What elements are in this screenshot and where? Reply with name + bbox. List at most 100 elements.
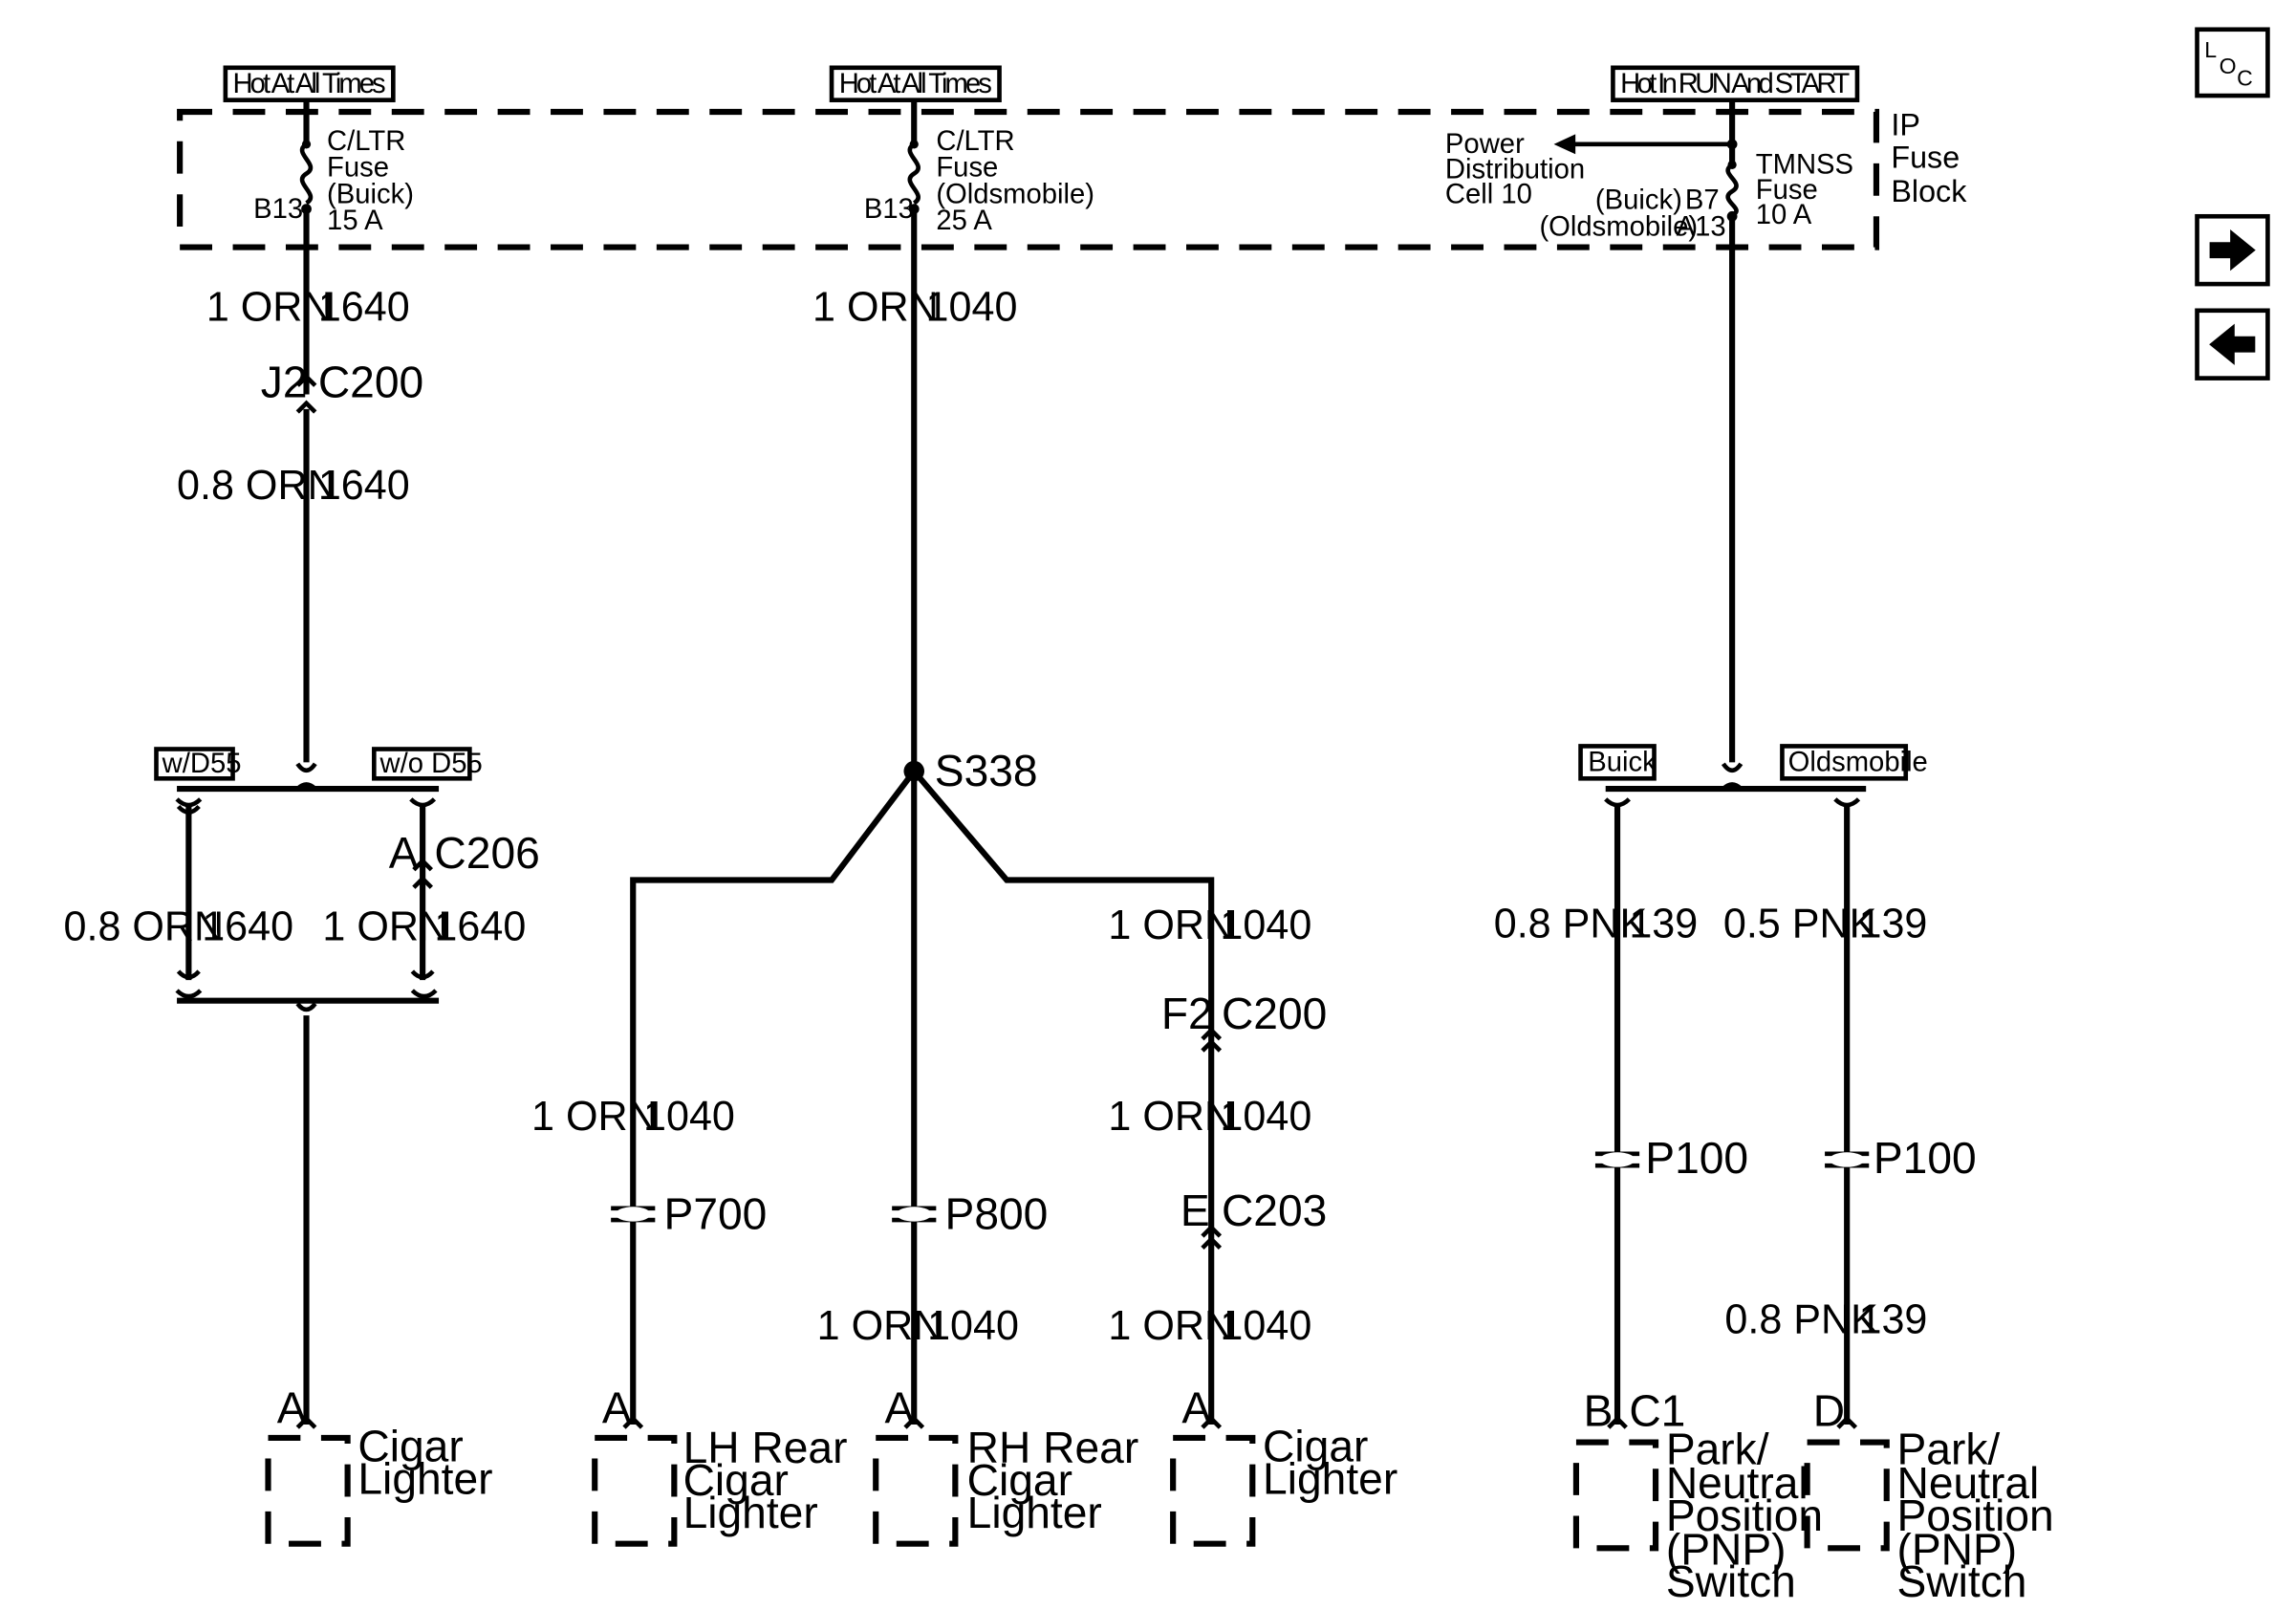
option-label-wod55: w/o D55 — [372, 747, 483, 781]
fuse-mid-line2: Fuse — [936, 153, 998, 184]
component-label-line: Lighter — [1263, 1453, 1397, 1503]
fuse-mid-pin: B13 — [864, 194, 914, 225]
wire-label-number: 1640 — [318, 285, 410, 331]
next-page-button[interactable] — [2195, 213, 2270, 287]
wire-label-color: 0.8 PNK — [1494, 902, 1648, 947]
wire-label-color: 0.8 PNK — [1724, 1297, 1878, 1343]
wire-label-color: 0.8 ORN — [64, 904, 225, 950]
svg-text:w/o D55: w/o D55 — [379, 749, 482, 779]
wire-label-number: 139 — [1858, 1297, 1927, 1343]
connector-p100-left: P100 — [1645, 1133, 1748, 1183]
option-label-buick: Buick — [1578, 744, 1657, 781]
wire-label-number: 1640 — [434, 904, 526, 950]
connector-pin-f2: F2 — [1161, 989, 1213, 1038]
connector-p700: P700 — [664, 1188, 768, 1238]
fuse-right-line2: Fuse — [1756, 175, 1818, 206]
connector-pin-j2: J2 — [261, 358, 308, 407]
connector-pin-a: A — [389, 828, 419, 878]
fuse-right-olds: (Oldsmobile) — [1539, 211, 1698, 242]
component-label-line: RH Rear — [967, 1423, 1139, 1472]
wire-label-number: 139 — [1858, 902, 1927, 947]
wire-label-number: 1040 — [1220, 1094, 1311, 1140]
component-pin: A — [602, 1383, 632, 1433]
pnp-switch-buick-box — [1572, 1439, 1659, 1552]
component-label-line: Neutral — [1666, 1458, 1809, 1508]
connector-c200-bottom: C200 — [1222, 989, 1327, 1038]
component-label-line: Lighter — [967, 1488, 1102, 1537]
lh-rear-cigar-lighter-box — [592, 1434, 678, 1547]
svg-text:Hot At All Times: Hot At All Times — [233, 69, 386, 99]
wire-label-color: 1 ORN — [812, 285, 939, 331]
fuse-block-label-1: IP — [1891, 108, 1920, 142]
component-pin: B — [1584, 1386, 1614, 1436]
component-pin: A — [1181, 1383, 1211, 1433]
loc-icon-l: L — [2204, 37, 2217, 62]
fuse-right-symbol — [1553, 99, 1739, 222]
wire-label-color: 1 ORN — [1108, 903, 1234, 948]
svg-text:Oldsmobile: Oldsmobile — [1788, 748, 1928, 778]
inline-connector-p800 — [892, 1206, 937, 1223]
fuse-left-line4: 15 A — [327, 206, 383, 236]
wire-label-number: 139 — [1629, 902, 1698, 947]
cigar-lighter-rear-box — [1170, 1434, 1256, 1547]
component-label-line: Cigar — [967, 1455, 1072, 1505]
component-pin: A — [884, 1383, 914, 1433]
wire-label-color: 1 ORN — [1108, 1303, 1234, 1349]
component-label-line: (PNP) — [1666, 1524, 1787, 1574]
ip-fuse-block-outline — [177, 108, 1880, 250]
fuse-right-pin-a13: A13 — [1677, 211, 1726, 242]
connector-c203: C203 — [1222, 1186, 1327, 1235]
svg-text:w/D55: w/D55 — [162, 749, 242, 779]
cigar-lighter-front-box — [265, 1434, 351, 1547]
wire-label-color: 1 ORN — [206, 285, 333, 331]
connector-c200-top: C200 — [318, 358, 423, 407]
fuse-left-line3: (Buick) — [327, 179, 414, 209]
right-arrow-icon — [2209, 229, 2256, 272]
fuse-left-line2: Fuse — [327, 153, 389, 184]
wire-label-number: 1640 — [202, 904, 293, 950]
fuse-mid-line1: C/LTR — [936, 126, 1014, 157]
component-label-line: Neutral — [1897, 1458, 2040, 1508]
locator-button[interactable]: L O C — [2195, 27, 2270, 98]
left-arrow-icon — [2209, 323, 2256, 365]
power-label-right: Hot In RUN And START — [1611, 65, 1860, 102]
fuse-block-label-3: Block — [1891, 174, 1967, 208]
previous-page-button[interactable] — [2195, 308, 2270, 381]
wire-label-color: 1 ORN — [1108, 1094, 1234, 1140]
component-label-line: Position — [1897, 1490, 2054, 1540]
right-circuit-wires — [1604, 216, 1867, 1429]
svg-text:Buick: Buick — [1588, 748, 1657, 778]
component-label-line: LH Rear — [683, 1423, 848, 1472]
component-pin: D — [1813, 1386, 1845, 1436]
fuse-right-line3: 10 A — [1756, 200, 1812, 230]
fuse-left-pin: B13 — [253, 194, 303, 225]
svg-text:Hot In RUN And START: Hot In RUN And START — [1620, 69, 1850, 99]
fuse-right-pin-b7: B7 — [1685, 185, 1720, 216]
fuse-block-label-2: Fuse — [1891, 140, 1960, 174]
wire-label-number: 1640 — [318, 463, 410, 509]
component-label-line: Cigar — [1263, 1422, 1368, 1471]
wire-label-number: 1040 — [1220, 903, 1311, 948]
component-label-line: Park/ — [1897, 1425, 2001, 1474]
component-label-line: Lighter — [357, 1453, 492, 1503]
component-label-line: Lighter — [683, 1488, 818, 1537]
wire-label-number: 1040 — [926, 285, 1018, 331]
connector-pin-e: E — [1180, 1186, 1210, 1235]
inline-connector-p100-left — [1594, 1151, 1640, 1168]
fuse-mid-line4: 25 A — [936, 206, 992, 236]
fuse-mid-line3: (Oldsmobile) — [936, 179, 1094, 209]
connector-p100-right: P100 — [1874, 1133, 1977, 1183]
component-label-line: Switch — [1666, 1556, 1796, 1606]
power-label-middle: Hot At All Times — [829, 65, 1002, 102]
component-connector: C1 — [1629, 1386, 1685, 1436]
wire-label-number: 1040 — [1220, 1303, 1311, 1349]
middle-circuit-wires — [622, 208, 1223, 1429]
pnp-switch-oldsmobile-box — [1804, 1439, 1890, 1552]
loc-icon-o: O — [2220, 54, 2237, 78]
wire-label-color: 0.5 PNK — [1723, 902, 1877, 947]
left-circuit-wires — [175, 208, 440, 1429]
option-label-wd55: w/D55 — [154, 747, 242, 781]
component-label-line: Switch — [1897, 1556, 2027, 1606]
fuse-right-line1: TMNSS — [1756, 150, 1853, 181]
